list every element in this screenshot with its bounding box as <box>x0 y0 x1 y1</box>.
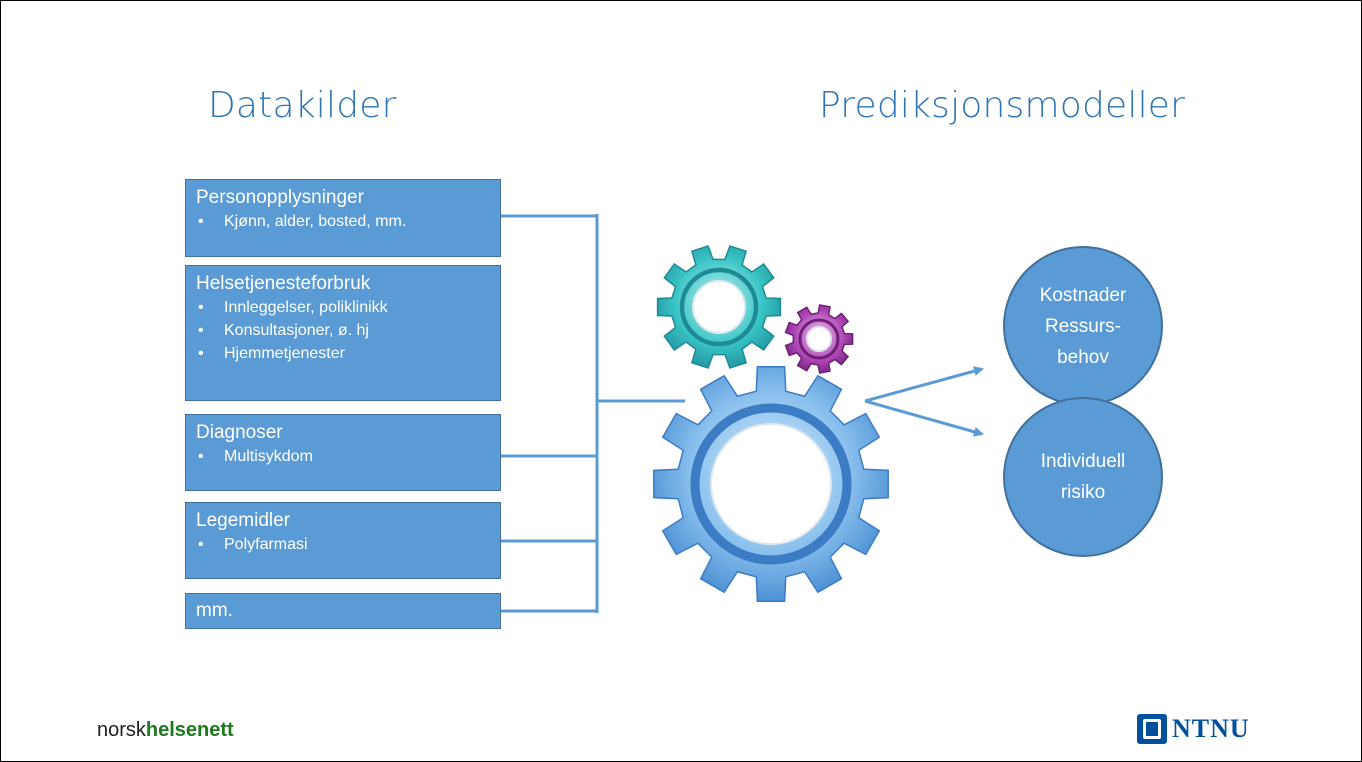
gear-ring <box>690 403 852 565</box>
gear-purple-icon <box>784 304 854 374</box>
bullet-item: Konsultasjoner, ø. hj <box>196 319 490 342</box>
heading-prediksjonsmodeller: Prediksjonsmodeller <box>819 85 1186 126</box>
gear-hole <box>692 280 746 334</box>
output-circle-kostnader: Kostnader Ressurs- behov <box>1003 246 1163 406</box>
source-title: mm. <box>196 600 233 621</box>
output-text: Individuell risiko <box>1041 446 1126 508</box>
norsk-helsenett-logo: norskhelsenett <box>97 719 234 742</box>
output-arrows <box>864 366 984 437</box>
source-box-helsetjenesteforbruk: Helsetjenesteforbruk Innleggelser, polik… <box>185 265 501 401</box>
gears-group <box>653 245 889 602</box>
bullet-item: Innleggelser, poliklinikk <box>196 296 490 319</box>
output-circle-risiko: Individuell risiko <box>1003 397 1163 557</box>
arrow-to-kostnader <box>864 366 984 403</box>
source-title: Diagnoser <box>196 422 283 443</box>
source-box-mm: mm. <box>185 593 501 629</box>
output-line: Ressurs- <box>1044 315 1121 337</box>
source-title: Helsetjenesteforbruk <box>196 273 371 294</box>
output-text: Kostnader Ressurs- behov <box>1040 280 1127 373</box>
logo-prefix: norsk <box>97 719 146 741</box>
output-line: Individuell <box>1040 451 1126 472</box>
source-title: Legemidler <box>196 510 290 531</box>
logo-bold: helsenett <box>145 719 234 741</box>
source-box-personopplysninger: Personopplysninger Kjønn, alder, bosted,… <box>185 179 501 257</box>
gear-hole <box>806 326 832 352</box>
source-bullets: Multisykdom <box>196 445 490 468</box>
bullet-item: Kjønn, alder, bosted, mm. <box>196 210 490 233</box>
gear-hole <box>710 423 832 545</box>
ntnu-logo: NTNU <box>1137 711 1250 747</box>
ntnu-text: NTNU <box>1172 714 1250 743</box>
output-line: risiko <box>1060 482 1106 503</box>
gear-ring <box>798 318 840 360</box>
gear-teal-icon <box>656 245 782 369</box>
source-bullets: Polyfarmasi <box>196 533 490 556</box>
source-title: Personopplysninger <box>196 187 364 208</box>
gear-blue-icon <box>653 366 889 602</box>
gear-ring <box>679 267 759 347</box>
output-line: Kostnader <box>1039 284 1127 306</box>
heading-datakilder: Datakilder <box>208 85 397 126</box>
arrow-to-risiko <box>864 399 984 437</box>
source-bullets: Kjønn, alder, bosted, mm. <box>196 210 490 233</box>
bullet-item: Multisykdom <box>196 445 490 468</box>
bullet-item: Polyfarmasi <box>196 533 490 556</box>
output-line: behov <box>1057 346 1109 368</box>
bullet-item: Hjemmetjenester <box>196 342 490 365</box>
source-bullets: Innleggelser, poliklinikk Konsultasjoner… <box>196 296 490 365</box>
connector-lines <box>501 214 685 613</box>
source-box-legemidler: Legemidler Polyfarmasi <box>185 502 501 579</box>
source-box-diagnoser: Diagnoser Multisykdom <box>185 414 501 491</box>
ntnu-square-icon <box>1137 714 1167 744</box>
